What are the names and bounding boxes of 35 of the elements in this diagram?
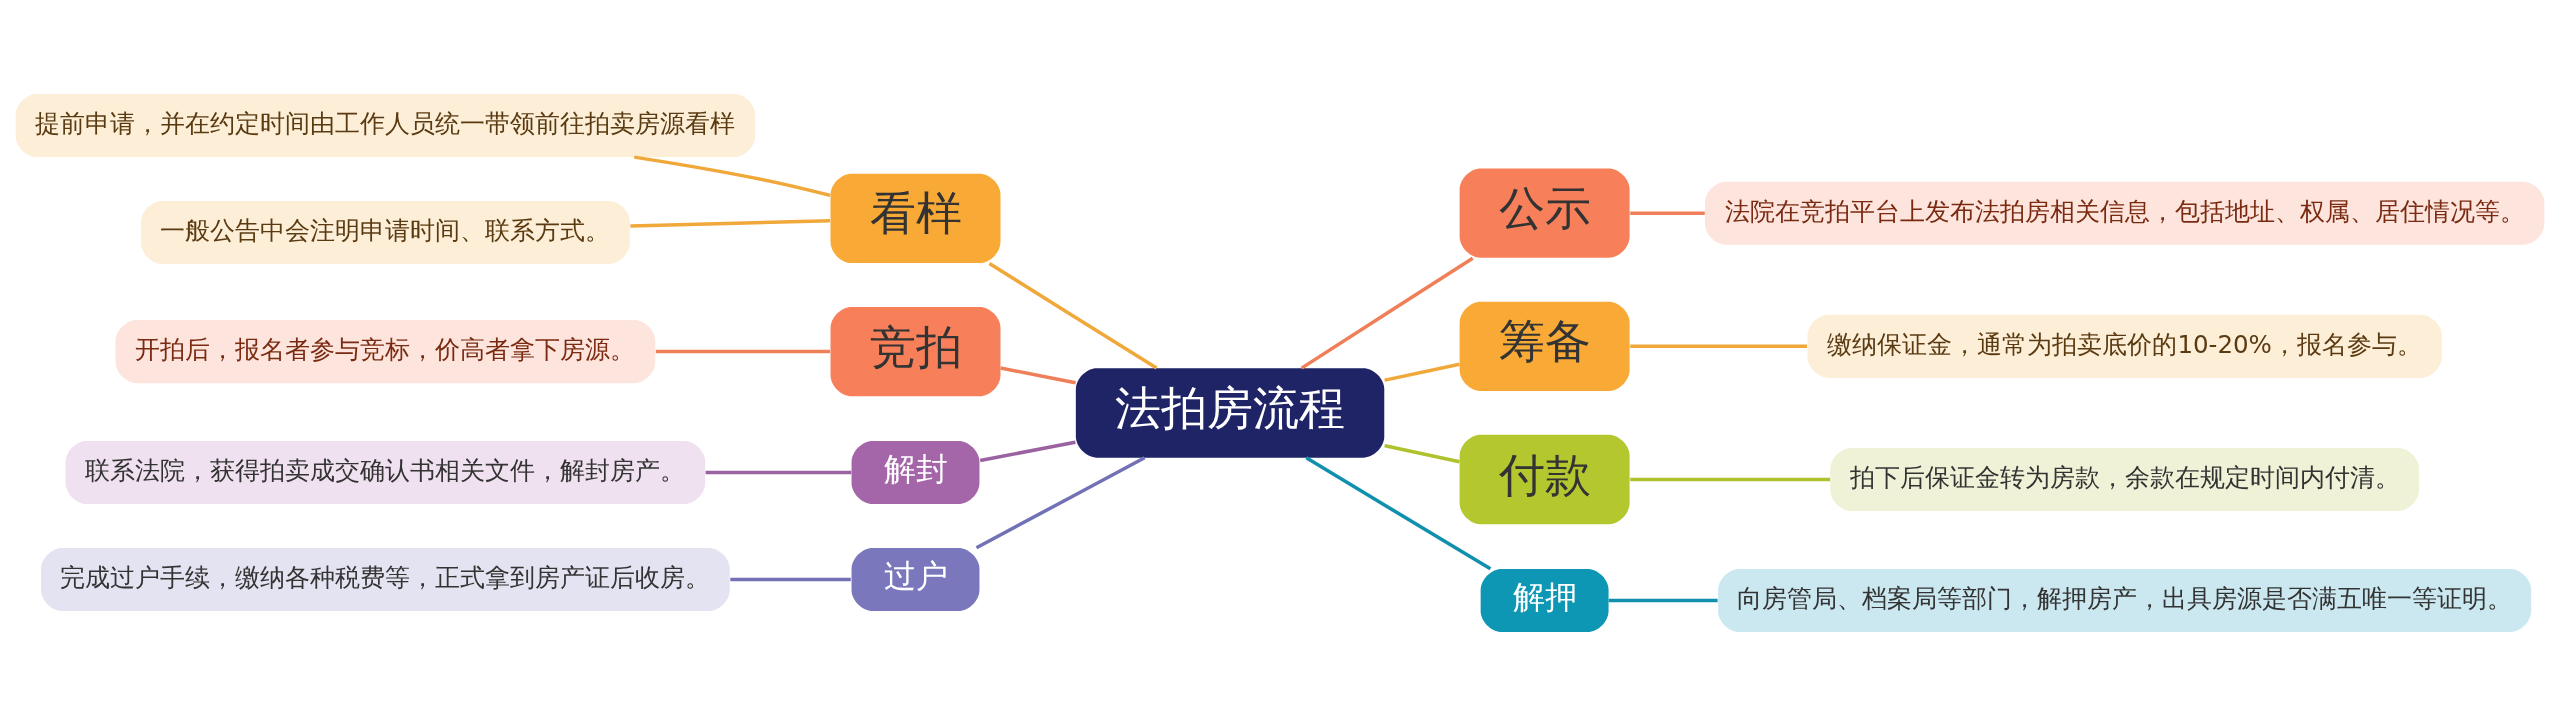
node-box: 解押 [1480, 568, 1609, 632]
node-box: 向房管局、档案局等部门，解押房产，出具房源是否满五唯一等证明。 [1718, 568, 2532, 632]
connector [1630, 477, 1831, 481]
node-box: 筹备 [1459, 301, 1630, 391]
node-box: 法拍房流程 [1075, 367, 1385, 458]
connector [975, 455, 1146, 549]
connector [979, 440, 1076, 462]
node-box: 付款 [1459, 434, 1630, 524]
connector [655, 349, 831, 353]
connector [1000, 365, 1076, 385]
node-box: 开拍后，报名者参与竞标，价高者拿下房源。 [115, 319, 656, 383]
connector [630, 218, 831, 228]
connector [633, 154, 831, 197]
node-box: 解封 [851, 440, 980, 504]
connector [1384, 361, 1460, 382]
connector [1608, 598, 1718, 602]
node-box: 法院在竞拍平台上发布法拍房相关信息，包括地址、权属、居住情况等。 [1704, 181, 2545, 245]
node-box: 联系法院，获得拍卖成交确认书相关文件，解封房产。 [65, 440, 706, 504]
node-box: 竞拍 [830, 306, 1001, 396]
connector [705, 470, 852, 474]
node-box: 过户 [851, 547, 980, 611]
node-box: 公示 [1459, 168, 1630, 258]
connector [1384, 443, 1460, 463]
connector [988, 261, 1158, 370]
node-box: 看样 [830, 173, 1001, 263]
node-box: 一般公告中会注明申请时间、联系方式。 [140, 200, 630, 264]
node-box: 缴纳保证金，通常为拍卖底价的10-20%，报名参与。 [1807, 314, 2442, 378]
node-box: 拍下后保证金转为房款，余款在规定时间内付清。 [1830, 447, 2420, 511]
connector [1630, 210, 1705, 215]
node-box: 完成过户手续，缴纳各种税费等，正式拿到房产证后收房。 [41, 547, 730, 611]
connector [1305, 455, 1492, 570]
connector [1300, 256, 1474, 370]
connector [1630, 344, 1807, 348]
node-box: 提前申请，并在约定时间由工作人员统一带领前往拍卖房源看样 [15, 93, 756, 157]
connector [730, 577, 851, 581]
